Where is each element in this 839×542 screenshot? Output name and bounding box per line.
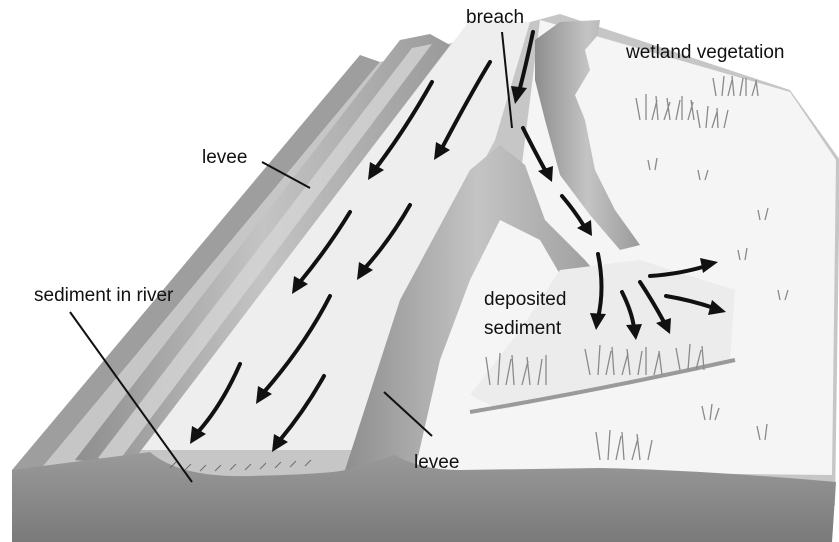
label-deposited: deposited xyxy=(484,289,566,310)
label-levee-left: levee xyxy=(202,147,247,168)
label-sediment: sediment xyxy=(484,318,562,339)
label-levee-right: levee xyxy=(414,452,459,473)
label-breach: breach xyxy=(466,7,524,28)
label-sediment-in-river: sediment in river xyxy=(34,285,174,306)
label-wetland-vegetation: wetland vegetation xyxy=(625,42,784,63)
